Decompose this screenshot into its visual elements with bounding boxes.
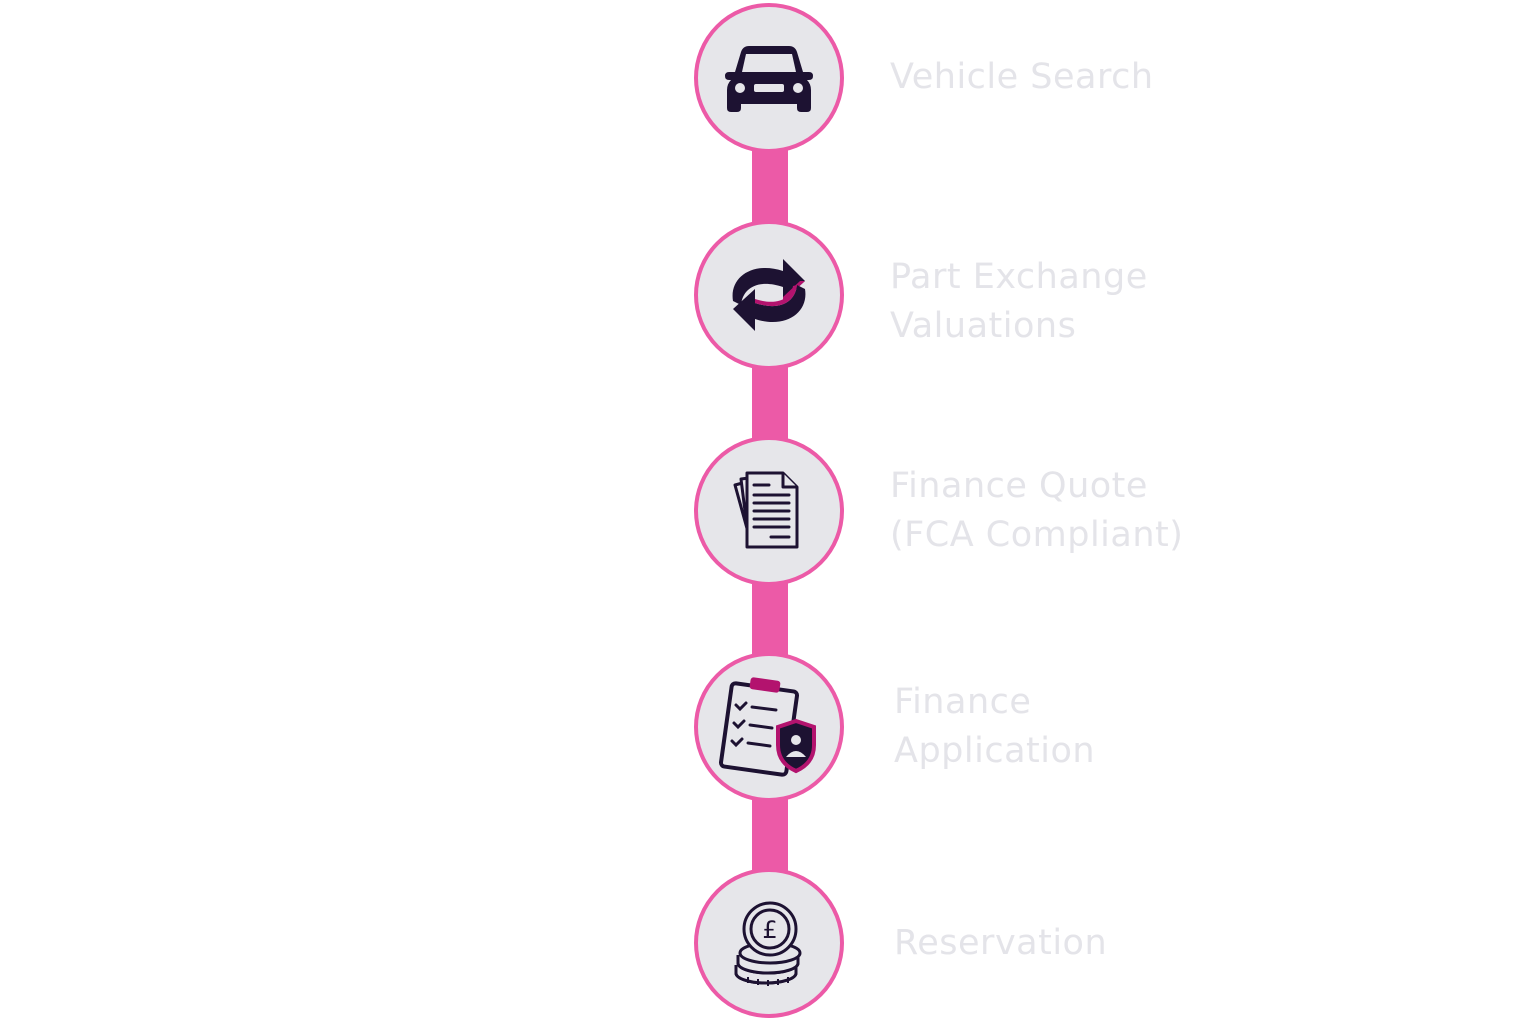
step-label-reservation: Reservation <box>894 923 1108 963</box>
step-label-part-exchange: Part Exchange Valuations <box>890 257 1148 346</box>
step-label-finance-quote: Finance Quote (FCA Compliant) <box>890 466 1184 555</box>
connector-line <box>752 798 788 873</box>
documents-icon <box>721 463 817 559</box>
step-reservation: £ <box>694 868 844 1018</box>
clipboard-shield-icon <box>714 675 824 779</box>
pound-coins-icon: £ <box>724 895 814 991</box>
exchange-arrows-icon <box>721 247 817 343</box>
car-icon <box>719 38 819 118</box>
step-label-vehicle-search: Vehicle Search <box>890 57 1154 97</box>
step-vehicle-search <box>694 3 844 153</box>
step-finance-application <box>694 652 844 802</box>
step-part-exchange <box>694 220 844 370</box>
step-finance-quote <box>694 436 844 586</box>
connector-line <box>752 582 788 657</box>
step-label-finance-application: Finance Application <box>894 682 1096 771</box>
connector-line <box>752 366 788 441</box>
connector-line <box>752 150 788 225</box>
svg-text:£: £ <box>762 916 777 944</box>
